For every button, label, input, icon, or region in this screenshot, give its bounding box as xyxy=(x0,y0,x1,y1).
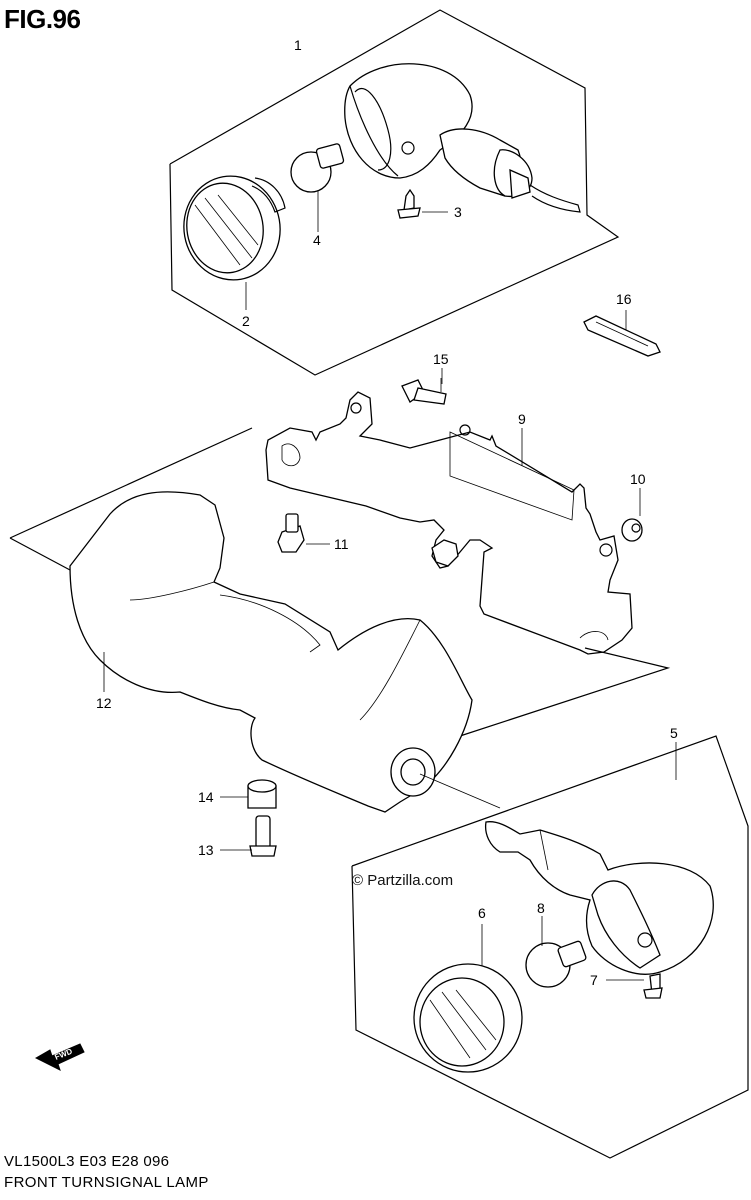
callout-14: 14 xyxy=(198,789,214,805)
callout-8: 8 xyxy=(537,900,545,916)
upper-screw xyxy=(397,188,421,219)
callout-11: 11 xyxy=(334,536,349,552)
callout-1: 1 xyxy=(294,37,302,53)
cover-assembly-outline xyxy=(9,427,671,737)
callout-6: 6 xyxy=(478,905,486,921)
callout-9: 9 xyxy=(518,411,526,427)
callout-leaders xyxy=(441,368,677,780)
callout-13: 13 xyxy=(198,842,214,858)
grommet-10 xyxy=(621,488,643,542)
callout-5: 5 xyxy=(670,725,678,741)
bolt-13 xyxy=(220,815,277,857)
upper-assembly-outline xyxy=(169,9,620,376)
bracket-assembly xyxy=(265,391,633,655)
watermark: © Partzilla.com xyxy=(352,872,454,889)
upper-bulb xyxy=(290,143,345,193)
nut-11 xyxy=(277,513,459,567)
upper-callout-leaders xyxy=(245,190,448,310)
figure-caption: FRONT TURNSIGNAL LAMP xyxy=(4,1174,209,1191)
callout-15: 15 xyxy=(433,351,449,367)
grommet-14 xyxy=(220,779,277,809)
model-code: VL1500L3 E03 E28 096 xyxy=(4,1153,170,1170)
lower-screw xyxy=(606,973,663,999)
part-16-clip xyxy=(583,310,661,357)
fwd-arrow-icon: FWD xyxy=(34,1043,85,1071)
lower-turnsignal-housing xyxy=(484,821,714,975)
callout-3: 3 xyxy=(454,204,462,220)
upper-lens xyxy=(183,175,286,281)
lower-assembly-outline xyxy=(351,735,749,1159)
lower-bulb xyxy=(525,916,587,988)
upper-turnsignal-housing xyxy=(344,63,581,213)
callout-10: 10 xyxy=(630,471,646,487)
callout-16: 16 xyxy=(616,291,632,307)
bolt-15 xyxy=(401,378,447,405)
callout-2: 2 xyxy=(242,313,250,329)
figure-title: FIG.96 xyxy=(4,4,81,34)
turnsignal-cover-12 xyxy=(69,491,473,813)
callout-7: 7 xyxy=(590,972,598,988)
lower-lens xyxy=(413,924,523,1073)
callout-4: 4 xyxy=(313,232,321,248)
callout-12: 12 xyxy=(96,695,112,711)
